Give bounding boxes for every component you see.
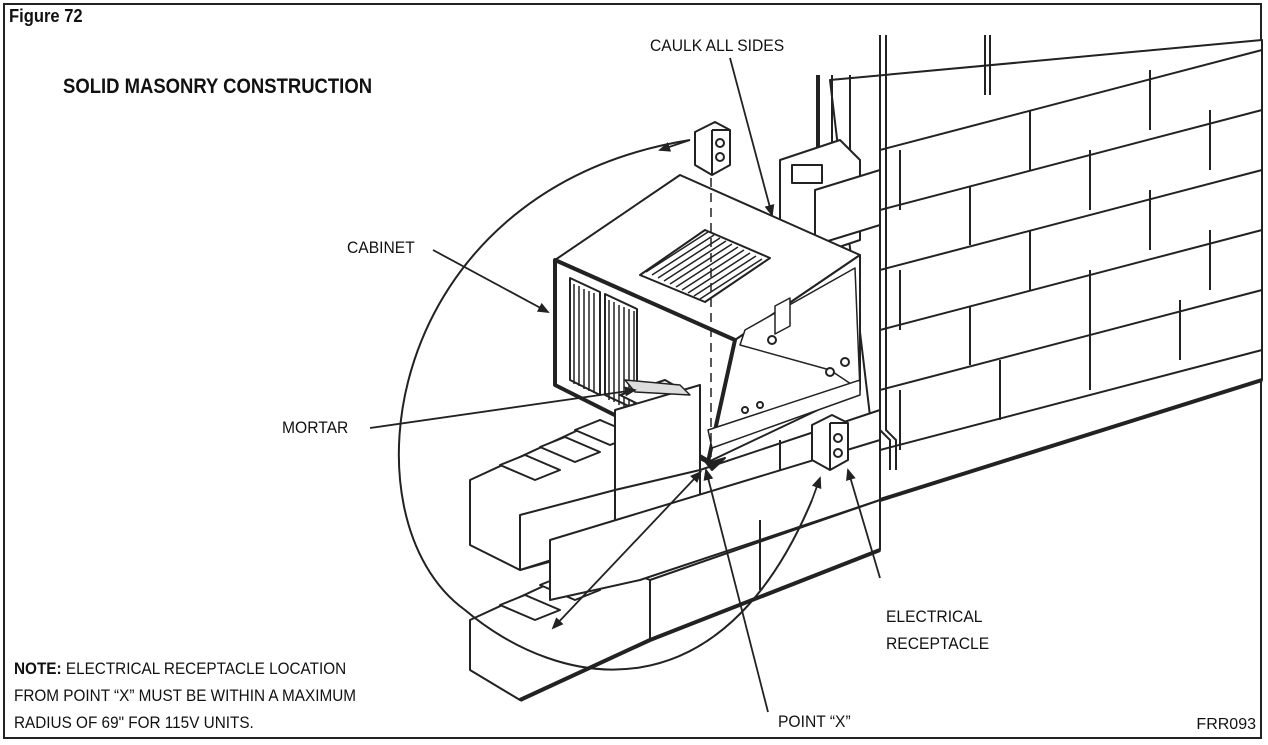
mortar-leader bbox=[369, 386, 637, 429]
note-line-3: RADIUS OF 69" FOR 115V UNITS. bbox=[14, 713, 254, 732]
point-x-leader bbox=[703, 468, 769, 713]
figure-label: Figure 72 bbox=[9, 6, 83, 26]
receptacle-leader bbox=[846, 468, 881, 579]
receptacle-box-top bbox=[694, 121, 731, 176]
cabinet-callout: CABINET bbox=[347, 238, 415, 257]
note-line-2: FROM POINT “X” MUST BE WITHIN A MAXIMUM bbox=[14, 686, 356, 705]
block-wall bbox=[469, 378, 1263, 702]
figure-code: FRR093 bbox=[1196, 716, 1256, 733]
note-block: NOTE: ELECTRICAL RECEPTACLE LOCATION FRO… bbox=[14, 655, 356, 736]
note-prefix: NOTE: bbox=[14, 659, 62, 678]
caulk-callout: CAULK ALL SIDES bbox=[650, 36, 785, 55]
figure-title: SOLID MASONRY CONSTRUCTION bbox=[63, 75, 373, 98]
radius-arc bbox=[397, 139, 813, 671]
caulk-leader bbox=[729, 57, 775, 217]
mortar-callout: MORTAR bbox=[282, 418, 349, 437]
receptacle-callout-line2: RECEPTACLE bbox=[886, 634, 990, 653]
cabinet-leader bbox=[432, 249, 550, 313]
point-x-callout: POINT “X” bbox=[778, 712, 851, 731]
receptacle-box bbox=[811, 414, 849, 471]
note-line-1: ELECTRICAL RECEPTACLE LOCATION bbox=[65, 659, 347, 678]
radius-arrow bbox=[551, 470, 702, 630]
brick-wall bbox=[829, 39, 1263, 501]
receptacle-callout-line1: ELECTRICAL bbox=[886, 607, 983, 626]
